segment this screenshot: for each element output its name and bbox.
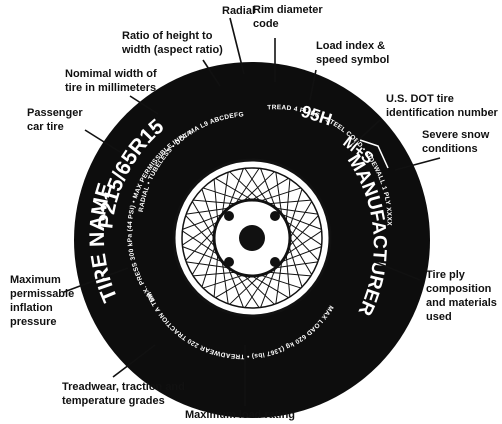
label-rim-diameter: Rim diameter code	[253, 4, 326, 30]
label-dot-number: U.S. DOT tire identification number	[386, 93, 499, 119]
label-snow: Severe snow conditions	[422, 129, 492, 155]
label-max-pressure: Maximum permissable inflation pressure	[10, 274, 77, 328]
label-passenger: Passenger car tire	[27, 107, 86, 133]
label-aspect-ratio: Ratio of height to width (aspect ratio)	[121, 30, 223, 56]
lug-nut	[224, 257, 234, 267]
lug-nut	[270, 211, 280, 221]
label-radial: Radial	[222, 5, 255, 17]
label-ply: Tire ply composition and materials used	[426, 269, 500, 323]
label-load-index: Load index & speed symbol	[316, 40, 389, 66]
label-nominal-width: Nomimal width of tire in millimeters	[65, 68, 160, 94]
hub-center	[239, 225, 265, 251]
lug-nut	[270, 257, 280, 267]
lug-nut	[224, 211, 234, 221]
label-max-load: Maximum load rating	[185, 409, 295, 421]
